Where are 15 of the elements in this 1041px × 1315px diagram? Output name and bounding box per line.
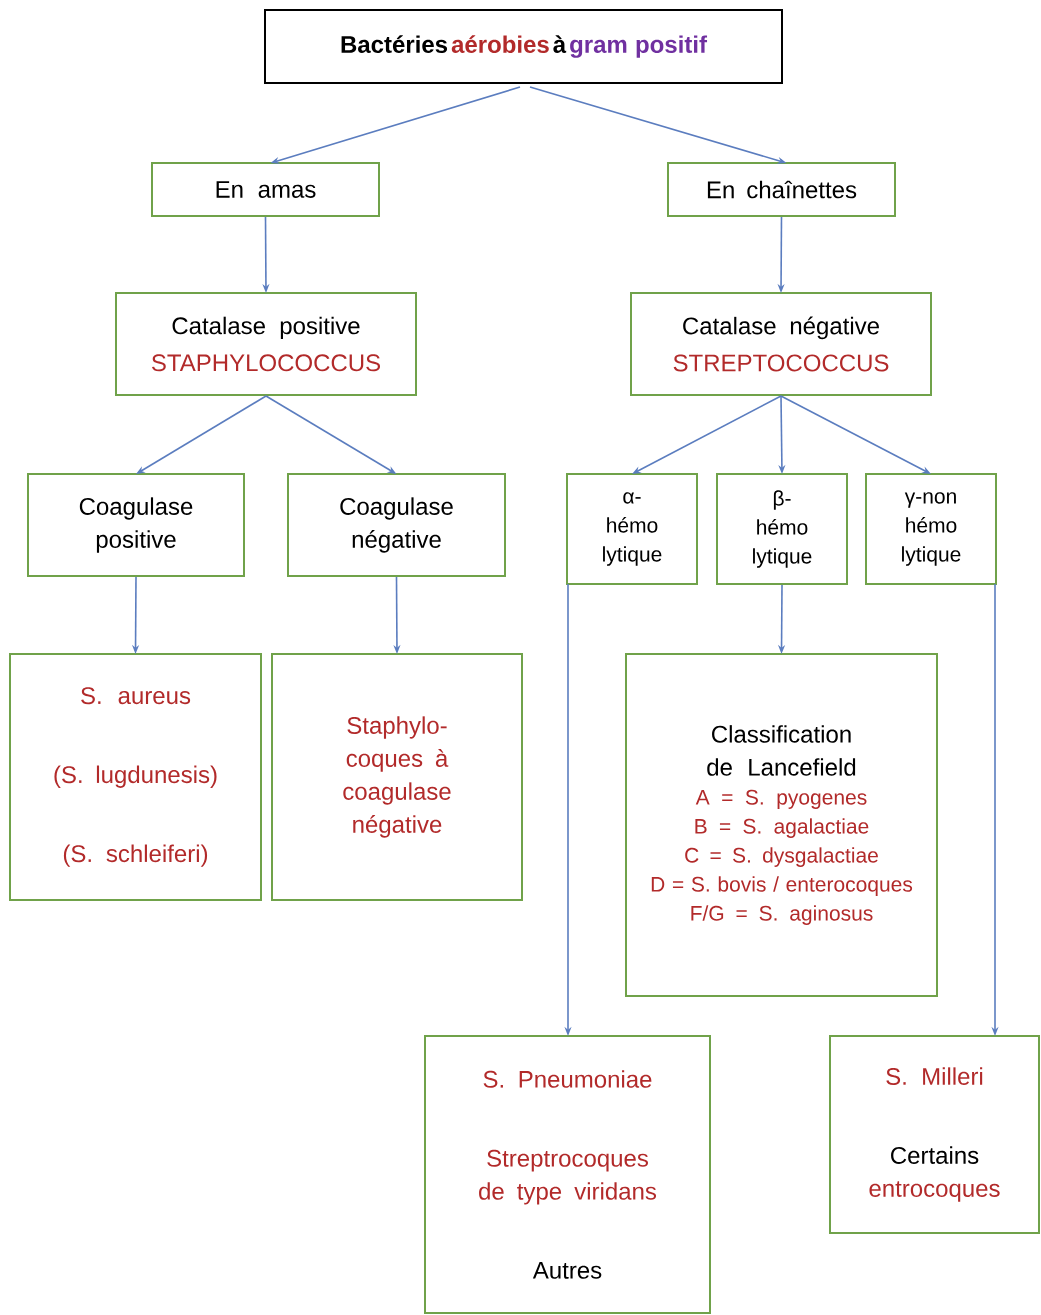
process-box: Catalase positive STAPHYLOCOCCUS (115, 292, 417, 396)
process-box: Coagulase positive (27, 473, 245, 577)
process-box: Catalase négative STREPTOCOCCUS (630, 292, 932, 396)
process-box: En chaînettes (667, 162, 896, 217)
process-box: Classification de Lancefield A = S. pyogenes B = S. agalactiae C = S. dysgalactiae D = S. bovis / enterocoques F/G = S. aginosus (625, 653, 938, 997)
process-box: En amas (151, 162, 380, 217)
process-box: Bactéries aérobies à gram positif (264, 9, 783, 84)
process-box: Coagulase négative (287, 473, 506, 577)
process-box: Staphylo- coques à coagulase négative (271, 653, 523, 901)
process-box: S. Pneumoniae Streptrocoques de type viridans Autres (424, 1035, 711, 1314)
process-box: β- hémo lytique (716, 473, 848, 585)
process-box: γ-non hémo lytique (865, 473, 997, 585)
process-box: S. aureus (S. lugdunesis) (S. schleiferi) (9, 653, 262, 901)
process-box: α- hémo lytique (566, 473, 698, 585)
process-box: S. Milleri Certains entrocoques (829, 1035, 1040, 1234)
